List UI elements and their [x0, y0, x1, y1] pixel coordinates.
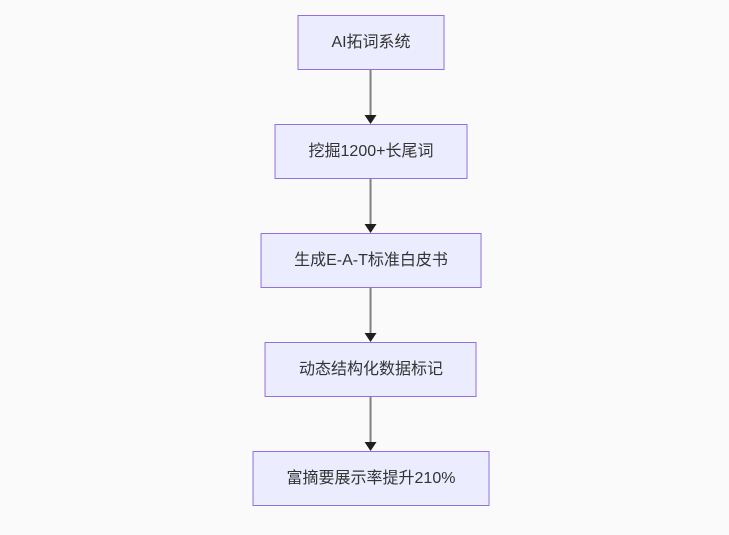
arrow-head-icon	[365, 115, 377, 124]
flowchart-arrow	[364, 70, 378, 124]
node-label: 生成E-A-T标准白皮书	[294, 251, 448, 269]
arrow-line	[370, 179, 372, 225]
arrow-line	[370, 288, 372, 334]
node-label: 挖掘1200+长尾词	[308, 142, 434, 160]
arrow-head-icon	[365, 224, 377, 233]
flowchart-node-ai-keyword-system: AI拓词系统	[297, 15, 445, 70]
arrow-head-icon	[365, 442, 377, 451]
flowchart-node-eat-whitepaper: 生成E-A-T标准白皮书	[260, 233, 482, 288]
node-label: 富摘要展示率提升210%	[286, 469, 456, 487]
arrow-head-icon	[365, 333, 377, 342]
flowchart: AI拓词系统 挖掘1200+长尾词 生成E-A-T标准白皮书 动态结构化数据标记…	[252, 15, 490, 506]
arrow-line	[370, 397, 372, 443]
flowchart-node-structured-data-markup: 动态结构化数据标记	[264, 342, 477, 397]
flowchart-arrow	[364, 288, 378, 342]
flowchart-arrow	[364, 179, 378, 233]
arrow-line	[370, 70, 372, 116]
flowchart-node-longtail-mining: 挖掘1200+长尾词	[274, 124, 468, 179]
node-label: 动态结构化数据标记	[298, 360, 443, 378]
flowchart-node-rich-snippet-uplift: 富摘要展示率提升210%	[252, 451, 490, 506]
flowchart-arrow	[364, 397, 378, 451]
node-label: AI拓词系统	[331, 33, 411, 51]
